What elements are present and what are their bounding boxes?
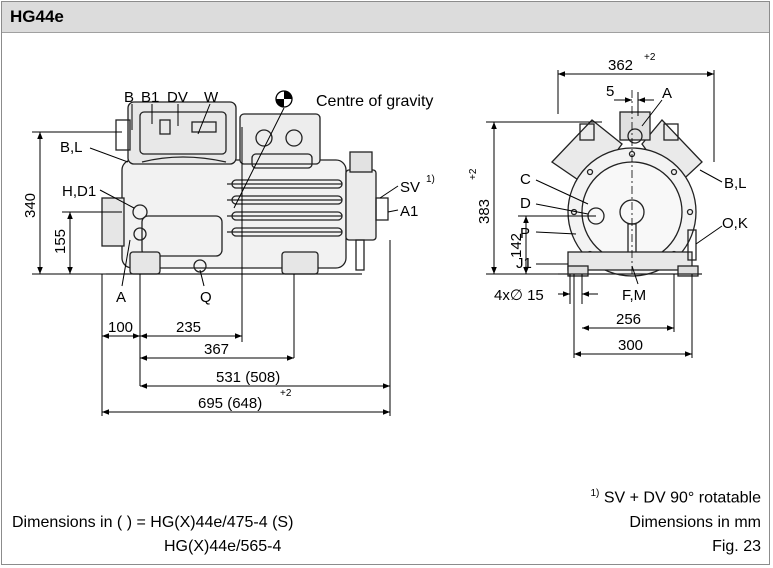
figure-number: Fig. 23 [712,538,761,555]
end-leader-lines [535,99,723,285]
side-leader-lines [89,103,399,287]
label-fm: F,M [622,287,646,304]
label-b: B [124,89,134,106]
end-view-labels: 362 +2 5 A C D P J1 B,L O,K F,M 4x∅ 15 3… [468,52,748,354]
dim-235: 235 [176,319,201,336]
end-view [486,70,723,358]
dim-695-tolerance: +2 [280,388,292,399]
dim-142: 142 [508,233,525,258]
label-holes: 4x∅ 15 [494,287,544,304]
footnote-text: SV + DV 90° rotatable [603,489,761,507]
bracket-dimensions-note: Dimensions in ( ) = HG(X)44e/475-4 (S) [12,514,294,531]
dim-383: 383 [476,199,493,224]
units-note: Dimensions in mm [629,514,761,531]
dim-362-tolerance: +2 [644,52,656,63]
label-d: D [520,195,531,212]
label-a1: A1 [400,203,418,220]
dim-383-tolerance: +2 [468,168,479,180]
bracket-dimensions-note-2: HG(X)44e/565-4 [164,538,282,555]
label-c: C [520,171,531,188]
label-p: P [520,225,530,242]
dim-256: 256 [616,311,641,328]
label-bl-end: B,L [724,175,747,192]
label-dv: DV [167,89,188,106]
dim-300: 300 [618,337,643,354]
label-centre-of-gravity: Centre of gravity [316,93,433,110]
side-view-labels: B B1 DV W Centre of gravity B,L H,D1 SV … [22,89,435,412]
label-sv-footnote: 1) [426,174,435,185]
dim-5: 5 [606,83,614,100]
title-bar: HG44e [2,2,769,33]
label-hd1: H,D1 [62,183,96,200]
label-w: W [204,89,219,106]
dim-367: 367 [204,341,229,358]
side-dimensions-horizontal [101,240,391,416]
compressor-body-end [551,111,703,277]
label-a-side: A [116,289,126,306]
compressor-body-side [101,101,389,275]
side-view [32,90,399,416]
label-j1: J1 [516,255,532,272]
dim-695: 695 (648) [198,395,262,412]
side-dimensions-vertical [32,131,122,275]
dim-100: 100 [108,319,133,336]
end-dimensions [486,70,715,358]
dim-340: 340 [22,193,39,218]
footnote-marker: 1) [590,488,600,499]
label-ok: O,K [722,215,748,232]
footnote-rotatable: 1) SV + DV 90° rotatable [590,488,761,507]
label-q: Q [200,289,212,306]
dim-362: 362 [608,57,633,74]
label-sv: SV [400,179,420,196]
dim-531: 531 (508) [216,369,280,386]
page-title: HG44e [10,7,64,26]
label-bl-side: B,L [60,139,83,156]
label-b1: B1 [141,89,159,106]
label-a-end: A [662,85,672,102]
dim-155: 155 [52,229,69,254]
centre-of-gravity-symbol [275,90,293,108]
